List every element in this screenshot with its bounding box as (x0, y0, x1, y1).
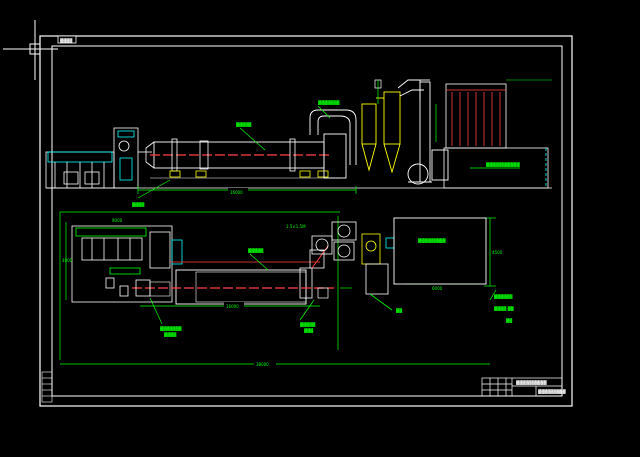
revision-table (41, 371, 53, 403)
plan-dim-left: 9000 (112, 218, 123, 223)
elevation-feeder-label: ▓▓▓▓ (132, 202, 144, 207)
plan-leaders (149, 253, 497, 325)
cyclone-separator (361, 91, 401, 174)
plan-fan-label: ▓▓ (396, 308, 402, 313)
drawing-tag-text: ▓▓▓▓ (60, 38, 72, 43)
title-block (481, 377, 563, 397)
title-block-project: ▓▓▓▓▓▓▓▓▓▓ (516, 380, 547, 385)
bag-filter (443, 79, 552, 189)
plan-view: ▓▓▓▓▓ ▓▓▓▓▓▓▓▓▓ ▓▓▓▓▓▓▓ ▓▓▓▓ ▓▓▓▓▓ ▓▓▓ ▓… (59, 211, 514, 367)
title-block-drawing-no: ▓▓▓▓▓▓▓▓▓ (538, 389, 566, 394)
plan-dryer-drum (132, 245, 334, 305)
plan-note-line3: ▓▓ (506, 318, 512, 323)
plan-feeder-section (71, 225, 183, 303)
hot-air-furnace (45, 151, 115, 189)
plan-elevator-label: ▓▓▓▓▓ (300, 322, 315, 327)
elevation-dim-main: 16000 (230, 190, 243, 195)
discharge-duct (309, 109, 357, 179)
plan-bag-room (393, 217, 487, 285)
elevation-dryer-label: ▓▓▓▓▓ (236, 122, 251, 127)
plan-elevator-sublabel: ▓▓▓ (304, 328, 313, 333)
plan-room-label: ▓▓▓▓▓▓▓▓▓ (418, 238, 446, 243)
plan-dryer-label: ▓▓▓▓▓ (248, 248, 263, 253)
plan-note-line1: ▓▓▓▓▓▓ (494, 294, 512, 299)
elevation-bag-label: ▓▓▓▓▓▓▓▓▓▓▓ (486, 162, 520, 167)
plan-dim-room-width: 6000 (432, 286, 443, 291)
drawing-tag: ▓▓▓▓ (57, 35, 77, 44)
plan-conveyor-sublabel: ▓▓▓▓ (164, 332, 176, 337)
elevation-pipe-label: ▓▓▓▓▓▓▓ (318, 100, 340, 105)
plan-dim-tip: 1.5×1.5M (286, 224, 306, 229)
plan-dim-overall: 38000 (256, 362, 269, 367)
plan-note-line2: ▓▓▓▓ ▓▓ (494, 306, 514, 311)
elevation-view: ▓▓▓▓▓ ▓▓▓▓▓▓▓ ▓▓▓▓ ▓▓▓▓▓▓▓▓▓▓▓ 16000 (45, 79, 552, 207)
plan-dim-room-height: 4500 (492, 250, 503, 255)
plan-dim-depth: 4000 (62, 258, 73, 263)
exhaust-fan (397, 79, 449, 185)
feeder-tower (113, 127, 152, 189)
plan-separator-group (311, 221, 395, 311)
plan-conveyor-label: ▓▓▓▓▓▓▓ (160, 326, 182, 331)
plan-dim-dryer: 16000 (226, 304, 239, 309)
drawing-frame (39, 35, 573, 407)
